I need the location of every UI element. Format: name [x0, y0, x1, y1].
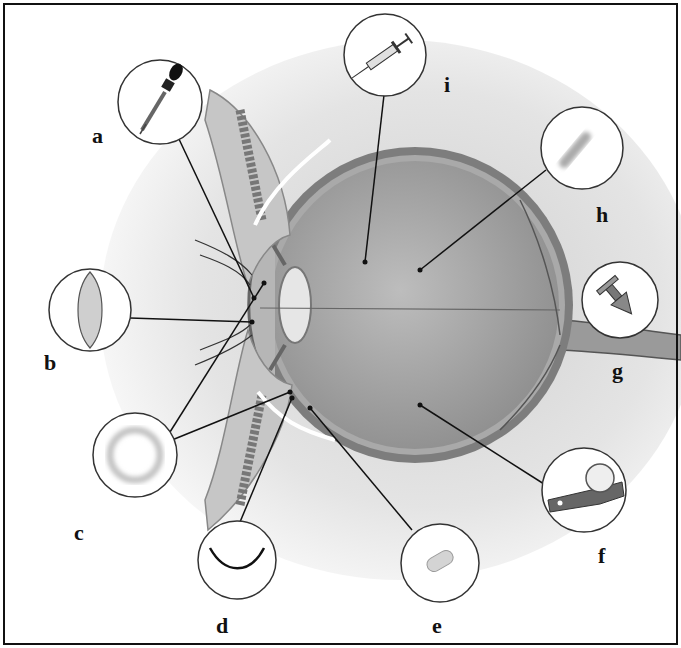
callout-letter: e — [432, 615, 442, 637]
leader-line — [365, 95, 384, 262]
vitreous — [271, 161, 559, 449]
icon-circles — [49, 14, 658, 602]
callout-letter: g — [612, 360, 623, 382]
callout-letter: b — [44, 352, 56, 374]
callout-letter: a — [92, 125, 103, 147]
conjunctiva — [258, 392, 335, 440]
figure-frame — [4, 4, 677, 644]
leader-line — [172, 392, 290, 440]
visual-axis — [260, 308, 560, 310]
conjunctiva — [255, 140, 330, 225]
insert-icon — [78, 272, 102, 348]
tissue-shading — [100, 40, 681, 580]
retinal-vessel — [520, 200, 560, 335]
leader-line — [170, 283, 264, 432]
callout-letter: h — [596, 204, 608, 226]
lens — [279, 267, 311, 343]
pellet-icon — [424, 548, 455, 574]
ring-icon — [110, 430, 160, 480]
sclera — [257, 147, 573, 463]
eyelash — [195, 240, 252, 275]
arc-icon — [210, 548, 264, 568]
reservoir-device-icon — [548, 464, 624, 512]
leader-line — [130, 318, 252, 322]
syringe-icon — [348, 33, 413, 84]
iris-lower — [270, 345, 285, 370]
callout-letter: c — [74, 522, 84, 544]
lower-eyelid — [205, 330, 292, 530]
tarsal-gland — [240, 110, 262, 220]
callout-letter: f — [598, 545, 605, 567]
retinal-vessel — [500, 345, 560, 430]
leader-line — [420, 170, 546, 270]
leader-lines — [130, 95, 546, 530]
leader-line — [178, 137, 254, 298]
rod-implant-icon — [557, 130, 593, 170]
leader-dots — [250, 260, 423, 411]
callout-letter: d — [216, 615, 228, 637]
eyelash — [200, 325, 250, 350]
leader-line — [420, 405, 544, 484]
leader-line — [240, 398, 292, 522]
eyelash — [200, 255, 250, 285]
choroid — [265, 155, 565, 455]
dropper-icon — [140, 61, 186, 134]
tack-icon — [597, 275, 641, 321]
eyelash — [195, 335, 252, 365]
callout-letter: i — [444, 74, 450, 96]
leader-line — [310, 408, 412, 530]
